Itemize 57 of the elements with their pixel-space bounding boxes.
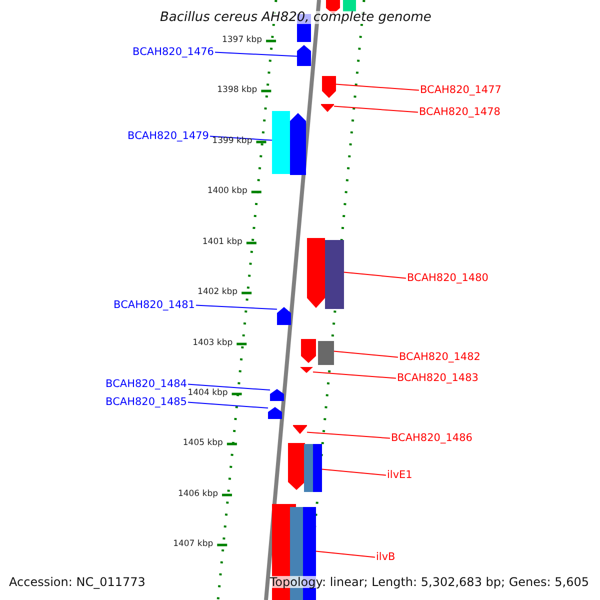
- gene-block: [268, 407, 282, 419]
- gene-label: BCAH820_1477: [420, 85, 502, 96]
- gene-block: [343, 0, 356, 12]
- gene-label: BCAH820_1486: [391, 433, 472, 444]
- gene-label: BCAH820_1478: [419, 107, 500, 118]
- scale-label: 1406 kbp: [178, 490, 218, 498]
- gene-block: [290, 113, 306, 175]
- scale-label: 1398 kbp: [217, 86, 258, 94]
- gene-label: BCAH820_1479: [128, 131, 209, 142]
- gene-block: [321, 104, 334, 112]
- gene-label: BCAH820_1480: [407, 273, 488, 284]
- leader-line: [210, 136, 272, 141]
- gene-block: [297, 45, 311, 66]
- gene-block: [304, 444, 322, 492]
- genome-info-text: Topology: linear; Length: 5,302,683 bp; Genes: 5,605: [270, 576, 589, 588]
- leader-line: [322, 468, 386, 476]
- scale-label: 1401 kbp: [202, 238, 242, 246]
- gene-block: [272, 111, 290, 174]
- gene-block: [307, 238, 325, 308]
- gene-block: [288, 443, 305, 490]
- scale-label: 1400 kbp: [207, 187, 248, 196]
- gene-block: [293, 425, 307, 434]
- scale-label: 1399 kbp: [212, 137, 252, 146]
- leader-line: [214, 52, 298, 57]
- scale-label: 1405 kbp: [182, 439, 223, 448]
- gene-label: BCAH820_1485: [106, 397, 187, 408]
- scale-label: 1397 kbp: [222, 36, 262, 44]
- gene-block: [300, 367, 313, 373]
- gene-block: [322, 76, 336, 98]
- gene-block: [318, 341, 334, 365]
- title: Bacillus cereus AH820, complete genome: [160, 11, 432, 24]
- leader-line: [312, 372, 396, 379]
- leader-line: [334, 106, 418, 113]
- gene-block: [301, 339, 316, 363]
- gene-label: ilvE1: [387, 470, 412, 480]
- leader-line: [306, 432, 390, 439]
- leader-line: [336, 84, 420, 91]
- leader-line: [316, 550, 376, 558]
- scale-label: 1403 kbp: [192, 339, 233, 348]
- leader-line: [344, 272, 406, 279]
- gene-label: BCAH820_1481: [114, 300, 195, 310]
- scale-label: 1407 kbp: [173, 540, 214, 548]
- accession-text: Accession: NC_011773: [9, 576, 146, 588]
- leader-line: [188, 402, 268, 408]
- gene-label: BCAH820_1482: [399, 352, 480, 362]
- leader-line: [334, 350, 398, 358]
- leader-line: [196, 304, 278, 310]
- gene-block: [270, 389, 284, 401]
- gene-block: [277, 307, 291, 325]
- gene-label: BCAH820_1476: [132, 47, 214, 58]
- gene-label: BCAH820_1484: [106, 379, 187, 390]
- gene-label: BCAH820_1483: [397, 373, 478, 384]
- leader-line: [188, 384, 270, 390]
- gene-label: ilvB: [376, 552, 396, 562]
- scale-label: 1402 kbp: [198, 288, 238, 296]
- scale-label: 1404 kbp: [188, 389, 228, 398]
- gene-block: [325, 240, 344, 309]
